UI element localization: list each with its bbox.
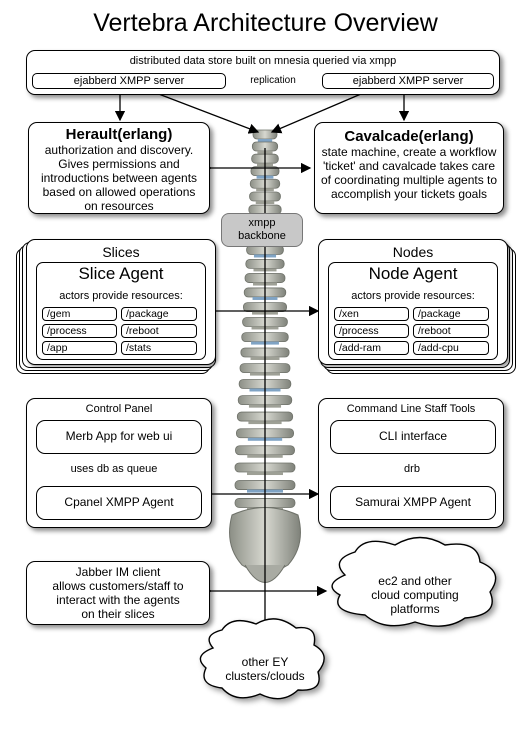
jabber-line: interact with the agents [56, 593, 180, 607]
ec2-cloud: ec2 and other cloud computing platforms [345, 574, 485, 616]
xmpp-backbone: xmpp backbone [221, 213, 303, 247]
resource-xen: /xen [334, 307, 409, 321]
slice-agent-title: Slice Agent [78, 264, 164, 283]
replication-label: replication [232, 75, 314, 87]
jabber-line: on their slices [81, 607, 155, 621]
jabber-line: Jabber IM client [75, 565, 161, 579]
resource-process: /process [334, 324, 409, 338]
drb-label: drb [404, 463, 420, 475]
intervertebral-disc [257, 139, 273, 142]
ec2-line: ec2 and other [378, 574, 452, 588]
cavalcade-heading: Cavalcade(erlang) [344, 128, 474, 145]
slice-agent-box: Slice Agent actors provide resources: [36, 262, 206, 360]
jabber-client-box: Jabber IM client allows customers/staff … [26, 561, 210, 625]
page-title: Vertebra Architecture Overview [93, 9, 438, 37]
ey-cloud: other EY clusters/clouds [210, 655, 320, 683]
cavalcade-line: of coordinating multiple agents to [320, 173, 498, 187]
left-server-spine-arrow [142, 87, 260, 134]
merb-app-box: Merb App for web ui [36, 420, 202, 454]
resource-gem: /gem [42, 307, 117, 321]
slice-agent-caption: actors provide resources: [59, 290, 183, 302]
nodes-heading: Nodes [392, 244, 434, 260]
cavalcade-line: state machine, create a workflow [321, 145, 497, 159]
herault-line: introductions between agents [40, 171, 198, 185]
herault-line: on resources [84, 199, 154, 213]
herault-heading: Herault(erlang) [65, 126, 173, 143]
right-ejabberd-server: ejabberd XMPP server [322, 73, 494, 89]
herault-line: authorization and discovery. [44, 143, 194, 157]
ey-cloud-shape [199, 618, 325, 700]
cavalcade-line: 'ticket' and cavalcade takes care [322, 159, 495, 173]
left-ejabberd-server: ejabberd XMPP server [32, 73, 226, 89]
slices-heading: Slices [102, 244, 140, 260]
herault-panel: Herault(erlang) authorization and discov… [28, 122, 210, 214]
node-agent-title: Node Agent [368, 264, 458, 283]
ec2-line: cloud computing [371, 588, 459, 602]
ey-line: other EY [241, 655, 289, 669]
herault-line: Gives permissions and [58, 157, 180, 171]
resource-app: /app [42, 341, 117, 355]
resource-package: /package [413, 307, 489, 321]
ec2-line: platforms [390, 602, 440, 616]
jabber-line: allows customers/staff to [52, 579, 184, 593]
cavalcade-line: accomplish your tickets goals [330, 187, 488, 201]
resource-add-cpu: /add-cpu [413, 341, 489, 355]
right-server-spine-arrow [270, 87, 376, 134]
resource-reboot: /reboot [413, 324, 489, 338]
cli-tools-heading: Command Line Staff Tools [346, 403, 476, 415]
samurai-agent-box: Samurai XMPP Agent [330, 486, 496, 520]
herault-line: based on allowed operations [42, 185, 196, 199]
slices-panel: Slices Slice Agent actors provide resour… [26, 239, 216, 365]
nodes-panel: Nodes Node Agent actors provide resource… [318, 239, 508, 365]
resource-reboot: /reboot [121, 324, 197, 338]
backbone-line: xmpp [248, 217, 276, 229]
queue-label: uses db as queue [70, 463, 158, 475]
node-agent-box: Node Agent actors provide resources: [328, 262, 498, 360]
datastore-caption: distributed data store built on mnesia q… [129, 55, 397, 67]
resource-package: /package [121, 307, 197, 321]
control-panel-heading: Control Panel [85, 403, 153, 415]
node-agent-caption: actors provide resources: [351, 290, 475, 302]
cavalcade-panel: Cavalcade(erlang) state machine, create … [314, 122, 504, 214]
resource-add-ram: /add-ram [334, 341, 409, 355]
resource-stats: /stats [121, 341, 197, 355]
ey-line: clusters/clouds [225, 669, 305, 683]
resource-process: /process [42, 324, 117, 338]
cpanel-agent-box: Cpanel XMPP Agent [36, 486, 202, 520]
backbone-line: backbone [238, 230, 286, 242]
ec2-cloud-shape [331, 536, 497, 627]
cli-interface-box: CLI interface [330, 420, 496, 454]
